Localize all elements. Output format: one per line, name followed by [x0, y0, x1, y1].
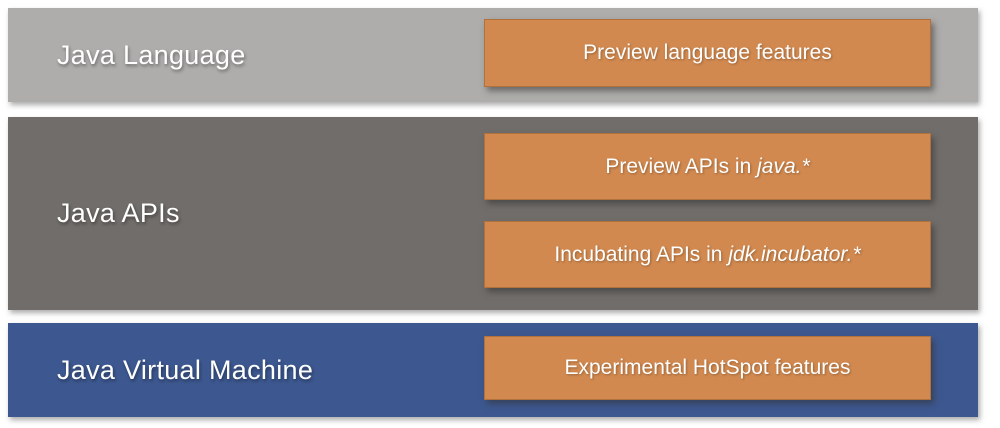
- layer-label-java-language: Java Language: [57, 39, 246, 70]
- layer-label-java-virtual-machine: Java Virtual Machine: [57, 354, 314, 385]
- feature-box-text-italic: jdk.incubator.*: [728, 242, 861, 266]
- feature-box-text: Preview APIs in: [605, 154, 758, 178]
- feature-box-text: Experimental HotSpot features: [564, 356, 851, 379]
- feature-box-preview-language: Preview language features: [484, 19, 931, 87]
- feature-box-text: Preview language features: [583, 41, 832, 64]
- layer-java-apis: Java APIs Preview APIs in java.* Incubat…: [8, 117, 978, 310]
- feature-box-preview-apis: Preview APIs in java.*: [484, 133, 931, 200]
- feature-box-experimental-hotspot: Experimental HotSpot features: [484, 336, 931, 400]
- feature-box-text: Incubating APIs in: [554, 242, 729, 266]
- layer-java-virtual-machine: Java Virtual Machine Experimental HotSpo…: [8, 323, 978, 417]
- feature-box-text-italic: java.*: [757, 154, 810, 178]
- layer-java-language: Java Language Preview language features: [8, 8, 978, 102]
- layer-label-java-apis: Java APIs: [57, 198, 180, 228]
- feature-box-incubating-apis: Incubating APIs in jdk.incubator.*: [484, 221, 931, 288]
